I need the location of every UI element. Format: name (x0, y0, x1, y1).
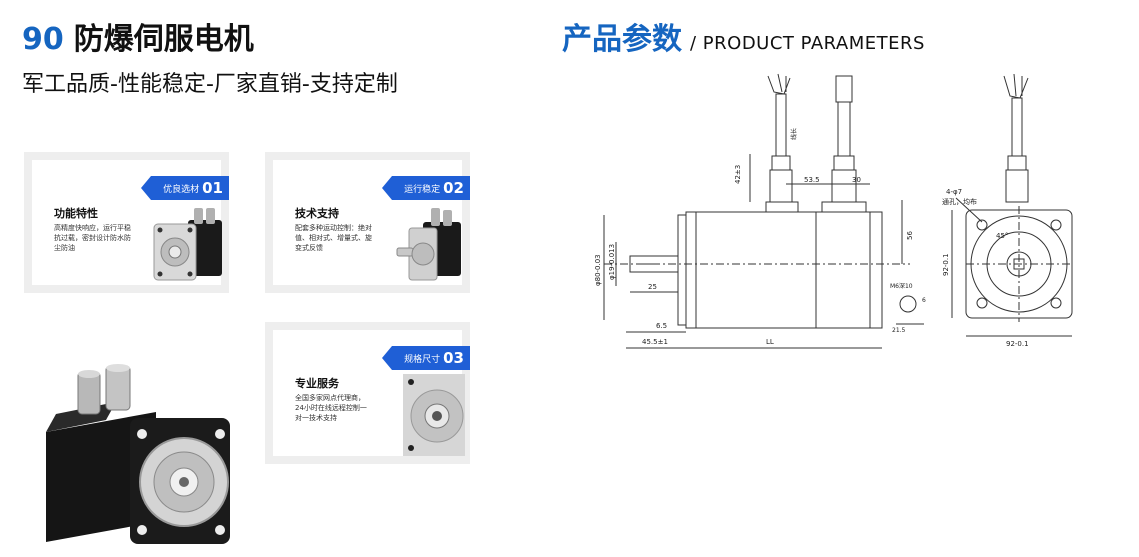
dim-92-height: 92-0.1 (942, 253, 950, 276)
page-subtitle: 军工品质-性能稳定-厂家直销-支持定制 (22, 72, 398, 97)
card-title: 专业服务 (295, 377, 339, 390)
params-heading: 产品参数 / PRODUCT PARAMETERS (562, 14, 925, 58)
dim-m6: M6深10 (890, 282, 913, 290)
dim-25: 25 (648, 283, 657, 291)
dim-92-width: 92-0.1 (1006, 340, 1029, 348)
card-title: 功能特性 (54, 207, 98, 220)
card-text: 配套多种运动控制：绝对值、相对式、增量式、旋变式反馈 (295, 224, 372, 252)
product-name: 防爆伺服电机 (73, 22, 254, 57)
dim-53-5: 53.5 (804, 176, 820, 184)
params-title-en: / PRODUCT PARAMETERS (690, 33, 925, 54)
tag-text: 运行稳定 (404, 184, 441, 195)
card-title: 技术支持 (295, 207, 339, 220)
motor-shaft-closeup-image (403, 374, 465, 456)
tag-text: 规格尺寸 (404, 354, 441, 365)
dim-holes-note: 通孔，均布 (942, 197, 977, 206)
model-number: 90 (22, 22, 64, 57)
dim-30: 30 (852, 176, 861, 184)
tag-number: 02 (443, 179, 464, 197)
dim-21-5: 21.5 (892, 327, 906, 334)
motor-angle-image (396, 208, 461, 281)
card-text: 全国多家网点代理商，24小时在线远程控制一对一技术支持 (295, 394, 367, 422)
motor-hero-image (46, 364, 230, 544)
tag-text: 优良选材 (163, 184, 200, 195)
dim-56: 56 (906, 231, 914, 240)
dim-45-5: 45.5±1 (642, 338, 668, 346)
tag-number: 01 (202, 179, 223, 197)
dimension-drawing: 42±3 53.5 30 56 6.5 45.5±1 LL 25 φ80-0.0… (594, 73, 1073, 349)
dim-ll: LL (766, 338, 774, 346)
dim-6-5: 6.5 (656, 322, 667, 330)
page-title: 90 防爆伺服电机 (22, 14, 254, 58)
dim-42: 42±3 (734, 165, 742, 184)
dim-phi80: φ80-0.03 (594, 254, 602, 286)
dim-holes: 4-φ7 (946, 188, 962, 196)
dim-45deg: 45° (996, 232, 1008, 240)
dim-6: 6 (922, 297, 926, 304)
dim-phi19: φ19-0.013 (608, 244, 616, 280)
motor-front-image (153, 208, 222, 281)
card-text: 高精度快响应，运行平稳抗过载，密封设计防水防尘防油 (54, 224, 131, 252)
tag-number: 03 (443, 349, 464, 367)
params-title-cn: 产品参数 (562, 22, 682, 57)
cable-length-label: 线长 (790, 128, 798, 140)
